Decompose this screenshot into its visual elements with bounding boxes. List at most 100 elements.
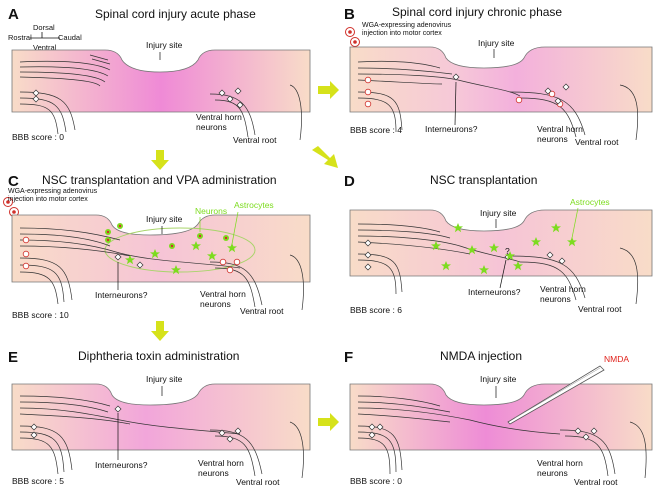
panel-d: D NSC transplantation [344, 173, 653, 315]
injury-site-label: Injury site [478, 38, 515, 48]
interneurons-label: Interneurons? [95, 460, 148, 470]
neurons [32, 87, 244, 109]
ventral-roots [19, 421, 304, 479]
neurons [114, 253, 144, 269]
injection-needle [507, 365, 605, 425]
interneurons-label: Interneurons? [95, 290, 148, 300]
spinal-cord-tissue [349, 209, 653, 277]
wga-label-1: WGA-expressing adenovirus [362, 22, 452, 29]
descending-axons [357, 395, 561, 435]
ventral-horn-label-1: Ventral horn [537, 458, 583, 468]
ventral-horn-label-1: Ventral horn [540, 284, 586, 294]
ventral-root-label: Ventral root [233, 135, 277, 145]
bbb-score: BBB score : 0 [12, 132, 64, 142]
neurons [368, 423, 598, 441]
virus-icon [350, 37, 360, 47]
panel-letter-c: C [8, 173, 19, 190]
axis-rostral: Rostral [8, 33, 32, 42]
bbb-score: BBB score : 10 [12, 310, 69, 320]
neurons-label: Neurons [195, 206, 227, 216]
arrow-a-to-b [318, 81, 339, 99]
panel-title-e: Diphtheria toxin administration [78, 349, 239, 363]
wga-label-2: injection into motor cortex [362, 30, 442, 37]
ventral-roots [357, 421, 647, 479]
panel-b: B Spinal cord injury chronic phase WGA-e… [344, 5, 653, 147]
panel-letter-d: D [344, 173, 355, 190]
ventral-root-label: Ventral root [236, 477, 280, 487]
panel-title-f: NMDA injection [440, 349, 522, 363]
panel-a: A Spinal cord injury acute phase Dorsal … [8, 6, 311, 145]
ventral-horn-label-2: neurons [196, 122, 227, 132]
bbb-score: BBB score : 5 [12, 476, 64, 486]
panel-letter-e: E [8, 349, 18, 366]
axis-orientation: Dorsal Rostral Caudal Ventral [8, 23, 82, 52]
ventral-horn-label-1: Ventral horn [537, 124, 583, 134]
panel-e: E Diphtheria toxin administration Injury… [8, 349, 311, 487]
injury-site-label: Injury site [480, 374, 517, 384]
bbb-score: BBB score : 0 [350, 476, 402, 486]
panel-letter-f: F [344, 349, 353, 366]
ventral-root-label: Ventral root [574, 477, 618, 487]
arrow-a-to-d [312, 146, 338, 168]
neurons [364, 239, 566, 271]
flow-arrows [151, 81, 339, 431]
injury-site-label: Injury site [146, 40, 183, 50]
panel-title-d: NSC transplantation [430, 173, 537, 187]
ventral-horn-label-2: neurons [198, 468, 229, 478]
spinal-cord-tissue [349, 383, 653, 451]
panel-title-c: NSC transplantation and VPA administrati… [42, 173, 277, 187]
injury-site-label: Injury site [146, 374, 183, 384]
labeled-neurons [364, 76, 564, 108]
injury-site-label: Injury site [146, 214, 183, 224]
ventral-roots [19, 254, 304, 311]
spinal-cord-tissue [349, 46, 653, 113]
axis-dorsal: Dorsal [33, 23, 55, 32]
bbb-score: BBB score : 4 [350, 125, 402, 135]
axis-caudal: Caudal [58, 33, 82, 42]
transplant-region [104, 227, 256, 273]
wga-label-2: injection into motor cortex [8, 196, 88, 203]
ventral-horn-label-2: neurons [540, 294, 571, 304]
axis-ventral: Ventral [33, 43, 57, 52]
descending-axons [19, 54, 111, 87]
panel-title-b: Spinal cord injury chronic phase [392, 5, 562, 19]
ventral-horn-label-2: neurons [200, 299, 231, 309]
ventral-horn-label-1: Ventral horn [196, 112, 242, 122]
ventral-horn-label-2: neurons [537, 468, 568, 478]
question-mark: ? [505, 246, 510, 256]
panel-letter-b: B [344, 6, 355, 23]
labeled-neurons [22, 236, 241, 274]
spinal-cord-tissue [11, 214, 311, 283]
descending-axons [19, 395, 241, 435]
virus-icon [345, 27, 355, 37]
arrow-c-to-e [151, 321, 169, 341]
ventral-horn-label-2: neurons [537, 134, 568, 144]
graft-neurons [105, 223, 229, 249]
ventral-roots [19, 84, 302, 141]
panel-title-a: Spinal cord injury acute phase [95, 7, 256, 21]
injury-site-label: Injury site [480, 208, 517, 218]
spinal-cord-tissue [11, 49, 311, 113]
ventral-horn-label-1: Ventral horn [198, 458, 244, 468]
interneurons-label: Interneurons? [425, 124, 478, 134]
ventral-root-label: Ventral root [240, 306, 284, 316]
ventral-root-label: Ventral root [575, 137, 619, 147]
spinal-cord-tissue [11, 383, 311, 451]
descending-axons [357, 223, 521, 263]
wga-label-1: WGA-expressing adenovirus [8, 188, 98, 195]
neurons [30, 405, 242, 443]
astrocytes-label: Astrocytes [570, 197, 610, 207]
panel-f: F NMDA injection NMDA Injury site Ventra… [344, 349, 653, 487]
nmda-label: NMDA [604, 354, 629, 364]
panel-c: C NSC transplantation and VPA administra… [3, 173, 311, 320]
arrow-e-to-f [318, 413, 339, 431]
descending-axons [19, 227, 241, 269]
neurons [452, 73, 570, 105]
astrocytes-label: Astrocytes [234, 200, 274, 210]
ventral-root-label: Ventral root [578, 304, 622, 314]
panel-letter-a: A [8, 6, 19, 23]
bbb-score: BBB score : 6 [350, 305, 402, 315]
interneurons-label: Interneurons? [468, 287, 521, 297]
ventral-horn-label-1: Ventral horn [200, 289, 246, 299]
